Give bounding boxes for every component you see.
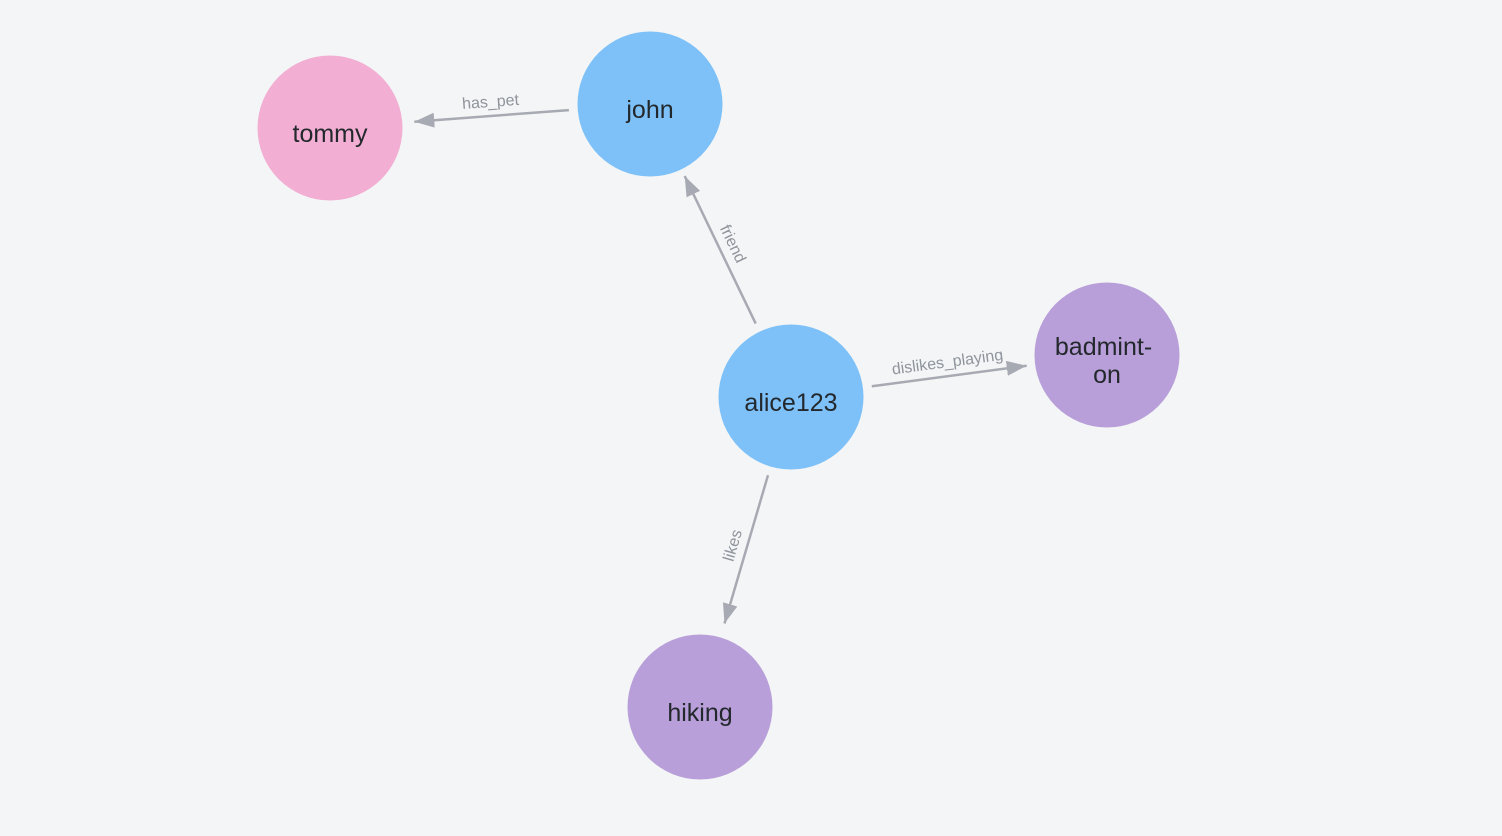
node-tommy[interactable]: tommy	[257, 55, 403, 201]
edge-alice123-badminton: dislikes_playing	[871, 347, 1027, 388]
node-label-alice123: alice123	[744, 389, 837, 417]
node-circle-badminton[interactable]	[1034, 282, 1180, 428]
relationship-label-has-pet: has_pet	[462, 92, 521, 113]
edge-alice123-hiking: likes	[721, 474, 770, 624]
node-circle-tommy[interactable]	[257, 55, 403, 201]
node-label-line: badmint-	[1055, 333, 1152, 361]
relationship-line-has-pet[interactable]	[414, 108, 569, 128]
node-circle-john[interactable]	[577, 31, 723, 177]
node-badminton[interactable]: badmint- on	[1034, 282, 1180, 428]
edge-john-tommy: has_pet	[414, 92, 569, 128]
relationship-line-dislikes-playing[interactable]	[871, 360, 1027, 388]
node-label-badminton: badmint- on	[1055, 333, 1159, 389]
relationship-label-likes: likes	[721, 528, 746, 564]
node-john[interactable]: john	[577, 31, 723, 177]
node-label-line: tommy	[293, 120, 369, 148]
node-hiking[interactable]: hiking	[627, 634, 773, 780]
node-label-tommy: tommy	[293, 120, 369, 148]
relationship-label-dislikes-playing: dislikes_playing	[891, 347, 1004, 379]
node-alice123[interactable]: alice123	[718, 324, 864, 470]
node-label-hiking: hiking	[667, 699, 732, 727]
node-label-line: john	[625, 96, 673, 124]
node-label-john: john	[625, 96, 673, 124]
edge-alice123-john: friend	[683, 175, 757, 325]
relationship-line-friend[interactable]	[683, 175, 757, 325]
node-circle-alice123[interactable]	[718, 324, 864, 470]
node-circle-hiking[interactable]	[627, 634, 773, 780]
node-label-line: on	[1093, 361, 1121, 389]
relationship-line-likes[interactable]	[722, 474, 770, 624]
node-label-line: alice123	[744, 389, 837, 417]
relationship-label-friend: friend	[716, 222, 749, 265]
node-label-line: hiking	[667, 699, 732, 727]
